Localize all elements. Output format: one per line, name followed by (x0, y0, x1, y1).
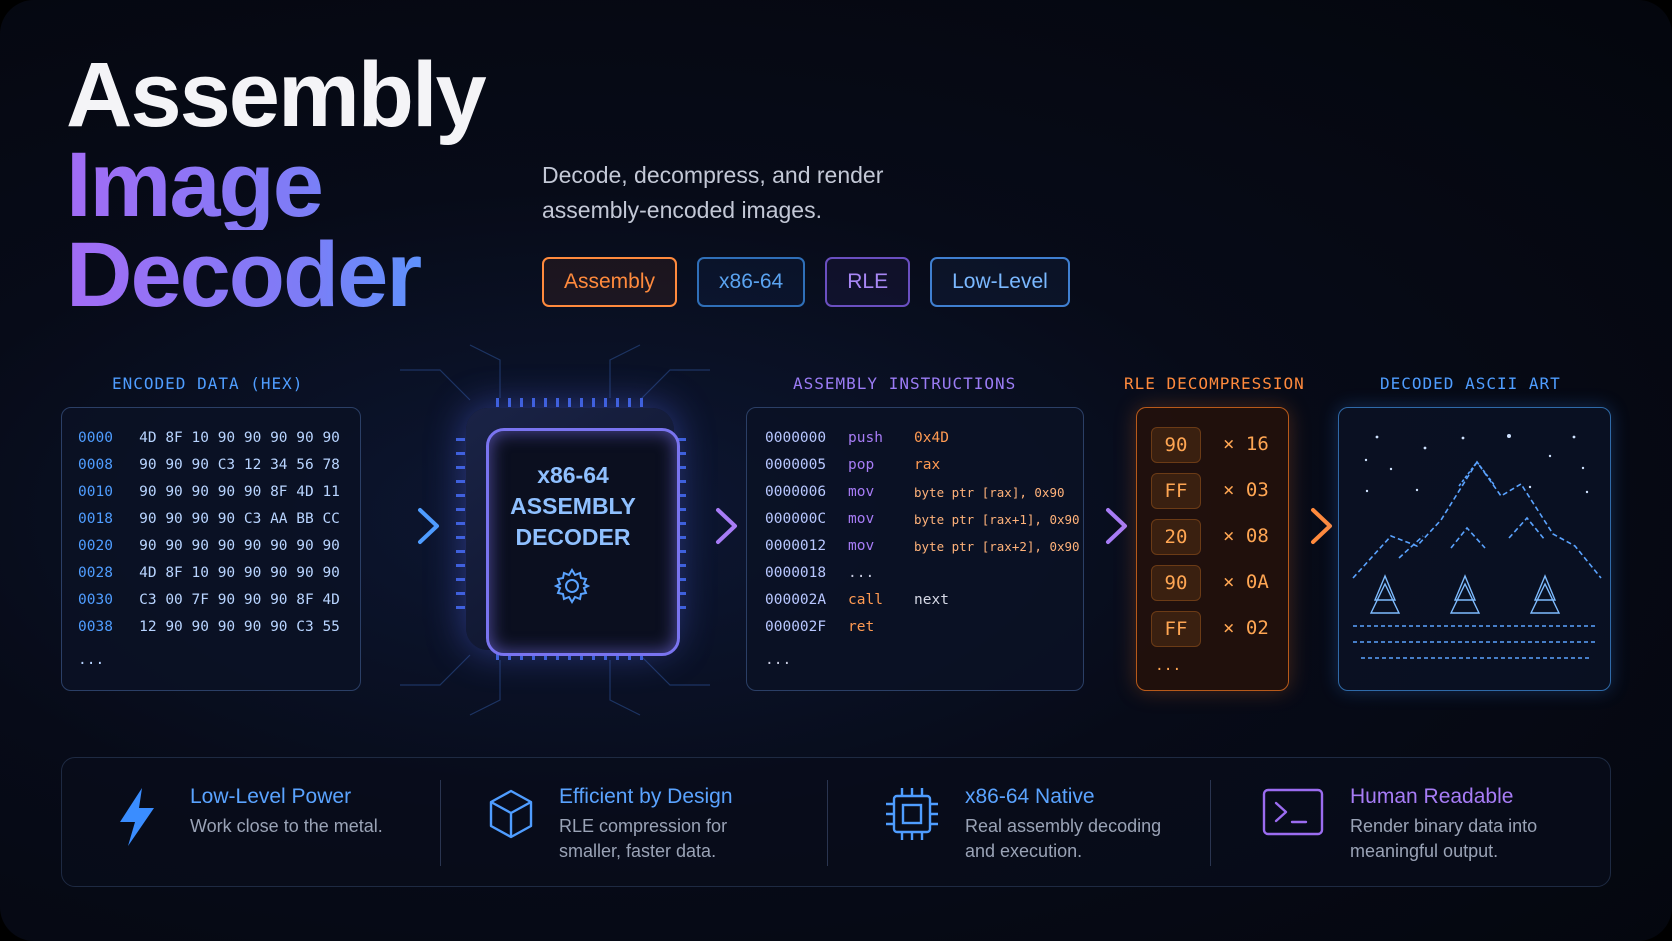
asm-op: push (848, 430, 883, 446)
feature-strip: Low-Level Power Work close to the metal.… (61, 757, 1611, 887)
hex-row: 0000 4D 8F 10 90 90 90 90 90 (78, 430, 340, 446)
asm-op: call (848, 592, 883, 608)
feature-title: Efficient by Design (559, 785, 733, 808)
asm-op: ret (848, 619, 875, 635)
label-rle-decompression: RLE DECOMPRESSION (1124, 374, 1305, 393)
rle-count: × 16 (1223, 433, 1269, 455)
rle-count: × 02 (1223, 617, 1269, 639)
hex-panel: 0000 4D 8F 10 90 90 90 90 90 0008 90 90 … (61, 407, 361, 691)
asm-op: pop (848, 457, 875, 473)
ascii-art-mountain (1352, 434, 1602, 659)
asm-arg: byte ptr [rax+1], 0x90 (914, 512, 1080, 527)
divider (440, 780, 441, 866)
chip-die (486, 428, 680, 656)
rle-count: × 08 (1223, 525, 1269, 547)
cube-icon (489, 789, 533, 839)
ascii-art-panel (1338, 407, 1611, 691)
asm-op: mov (848, 484, 875, 500)
rle-value: 90 (1151, 427, 1201, 463)
cpu-icon (886, 788, 938, 840)
rle-value: FF (1151, 473, 1201, 509)
tag-list: Assembly x86-64 RLE Low-Level (542, 257, 1070, 307)
asm-arg: next (914, 592, 949, 608)
rle-more: ... (1155, 658, 1182, 674)
feature-desc: Work close to the metal. (190, 816, 383, 836)
tag-rle[interactable]: RLE (825, 257, 911, 307)
hex-row: 0020 90 90 90 90 90 90 90 90 (78, 538, 340, 554)
tag-assembly[interactable]: Assembly (542, 257, 678, 307)
chip-label-line-1: x86-64 (537, 462, 609, 488)
asm-addr: 0000012 (765, 538, 827, 554)
asm-arg: byte ptr [rax+2], 0x90 (914, 539, 1080, 554)
chip-label-line-3: DECODER (515, 524, 631, 550)
divider (1210, 780, 1211, 866)
decoder-chip: x86-64 ASSEMBLY DECODER (456, 398, 686, 660)
hex-row: 0028 4D 8F 10 90 90 90 90 90 (78, 565, 340, 581)
chip-label: x86-64 ASSEMBLY DECODER (476, 460, 670, 553)
hex-row: 0018 90 90 90 90 C3 AA BB CC (78, 511, 340, 527)
water (1353, 625, 1597, 659)
rle-count: × 0A (1223, 571, 1269, 593)
asm-addr: 0000005 (765, 457, 827, 473)
feature-title: Low-Level Power (190, 785, 352, 808)
asm-arg: byte ptr [rax], 0x90 (914, 485, 1065, 500)
asm-op: ... (848, 565, 875, 581)
label-assembly-instructions: ASSEMBLY INSTRUCTIONS (793, 374, 1017, 393)
asm-arg: 0x4D (914, 430, 949, 446)
asm-row: 0000000 (765, 430, 827, 446)
title-line-3: Decoder (66, 229, 485, 321)
trees (1369, 574, 1561, 614)
terminal-icon (1262, 788, 1324, 836)
hex-row: 0008 90 90 90 C3 12 34 56 78 (78, 457, 340, 473)
asm-addr: 000002F (765, 619, 827, 635)
chip-body (466, 408, 680, 656)
asm-addr: 0000018 (765, 565, 827, 581)
page-title: Assembly Image Decoder (66, 44, 487, 321)
stars (1364, 434, 1589, 494)
chip-label-line-2: ASSEMBLY (510, 493, 636, 519)
arrow-chip-to-asm (688, 508, 737, 544)
hex-row: 0030 C3 00 7F 90 90 90 8F 4D (78, 592, 340, 608)
subtitle: Decode, decompress, and render assembly-… (542, 162, 884, 223)
assembly-panel: 0000000 push 0x4D 0000005 pop rax 000000… (746, 407, 1084, 691)
gear-icon (553, 568, 591, 604)
asm-op: mov (848, 511, 875, 527)
tag-low-level[interactable]: Low-Level (930, 257, 1070, 307)
rle-count: × 03 (1223, 479, 1269, 501)
mountains (1352, 460, 1602, 579)
hex-row: 0038 12 90 90 90 90 90 C3 55 (78, 619, 340, 635)
title-line-1: Assembly (66, 44, 487, 146)
rle-value: 20 (1151, 519, 1201, 555)
circuit-traces (400, 344, 710, 716)
feature-title: Human Readable (1350, 785, 1514, 808)
hex-row: 0010 90 90 90 90 90 8F 4D 11 (78, 484, 340, 500)
tag-x86-64[interactable]: x86-64 (697, 257, 806, 307)
arrow-asm-to-rle (1088, 508, 1127, 544)
asm-arg: rax (914, 457, 941, 473)
arrow-hex-to-chip (370, 508, 439, 544)
label-decoded-ascii-art: DECODED ASCII ART (1380, 374, 1561, 393)
asm-op: mov (848, 538, 875, 554)
asm-more: ... (765, 652, 792, 668)
asm-addr: 000002A (765, 592, 827, 608)
asm-addr: 000000C (765, 511, 827, 527)
divider (827, 780, 828, 866)
hex-more: ... (78, 652, 105, 668)
label-encoded-data: ENCODED DATA (HEX) (112, 374, 304, 393)
rle-panel: 90 × 16 FF × 03 20 × 08 90 × 0A FF × 02 … (1136, 407, 1289, 691)
title-line-2: Image (66, 139, 485, 231)
asm-addr: 0000006 (765, 484, 827, 500)
feature-title: x86-64 Native (965, 785, 1095, 808)
rle-value: 90 (1151, 565, 1201, 601)
lightning-icon (120, 788, 154, 846)
rle-value: FF (1151, 611, 1201, 647)
arrow-rle-to-ascii (1292, 508, 1332, 544)
